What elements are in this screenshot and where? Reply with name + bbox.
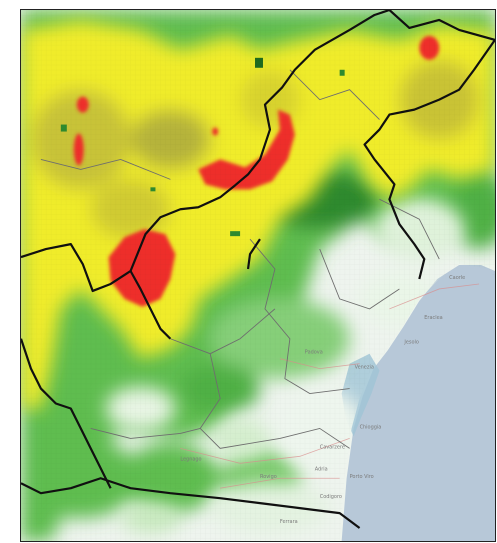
place-label: Chioggia bbox=[360, 424, 382, 430]
place-label: Venezia bbox=[355, 365, 374, 371]
place-label: Cavarzere bbox=[320, 444, 345, 450]
place-label: Ferrara bbox=[280, 519, 298, 525]
place-label: Codigoro bbox=[320, 494, 342, 500]
place-label: Padova bbox=[305, 350, 323, 356]
place-label: Rovigo bbox=[260, 474, 277, 480]
sea bbox=[341, 265, 495, 541]
place-labels: Venezia Chioggia Padova Legnago Rovigo A… bbox=[180, 275, 465, 525]
place-label: Porto Viro bbox=[350, 474, 374, 480]
map-view[interactable]: Venezia Chioggia Padova Legnago Rovigo A… bbox=[20, 9, 496, 542]
place-label: Caorle bbox=[449, 275, 465, 281]
region-borders bbox=[21, 10, 495, 529]
precipitation-map: Venezia Chioggia Padova Legnago Rovigo A… bbox=[21, 10, 495, 541]
roads bbox=[180, 283, 480, 489]
place-label: Adria bbox=[315, 466, 328, 472]
place-label: Eraclea bbox=[424, 315, 442, 321]
place-label: Legnago bbox=[180, 456, 201, 462]
place-label: Jesolo bbox=[403, 340, 419, 346]
